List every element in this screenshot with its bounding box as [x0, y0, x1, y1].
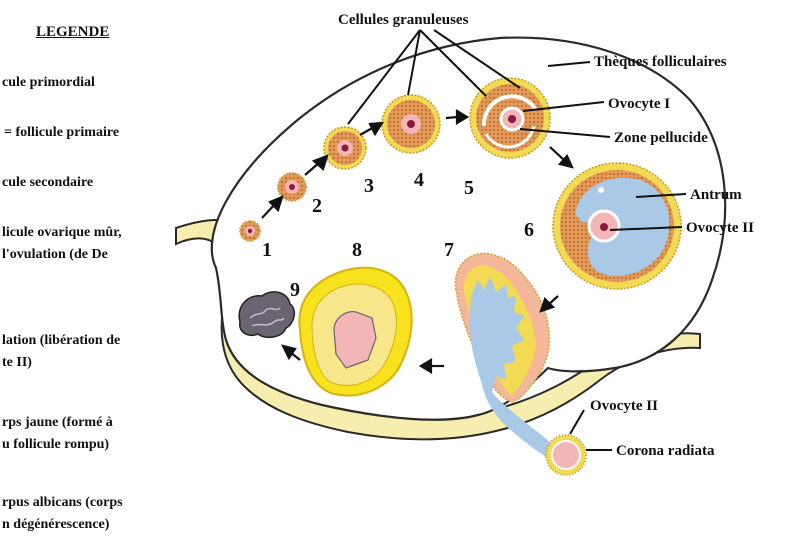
primordial-follicle — [240, 221, 260, 241]
stage-number-6: 6 — [524, 219, 534, 241]
growing-follicle — [382, 95, 440, 153]
label-theca: Thèques folliculaires — [594, 54, 727, 70]
stage-number-7: 7 — [444, 239, 454, 261]
stage-number-9: 9 — [290, 279, 300, 301]
label-granulosa-cells: Cellules granuleuses — [338, 12, 469, 28]
label-oocyte-2-follicle: Ovocyte II — [686, 220, 754, 236]
vesicular-follicle — [470, 78, 550, 158]
stage-number-5: 5 — [464, 177, 474, 199]
label-antrum: Antrum — [690, 187, 742, 203]
stage-number-4: 4 — [414, 169, 424, 191]
ovulated-oocyte — [546, 435, 586, 475]
secondary-follicle — [324, 127, 366, 169]
label-corona-radiata: Corona radiata — [616, 443, 715, 459]
mature-follicle — [553, 163, 681, 289]
label-zona-pellucida: Zone pellucide — [614, 130, 708, 146]
label-oocyte-2-ovulated: Ovocyte II — [590, 398, 658, 414]
label-oocyte-1: Ovocyte I — [608, 96, 670, 112]
stage-number-1: 1 — [262, 239, 272, 261]
stage-number-8: 8 — [352, 239, 362, 261]
stage-number-3: 3 — [364, 175, 374, 197]
stage-number-2: 2 — [312, 195, 322, 217]
